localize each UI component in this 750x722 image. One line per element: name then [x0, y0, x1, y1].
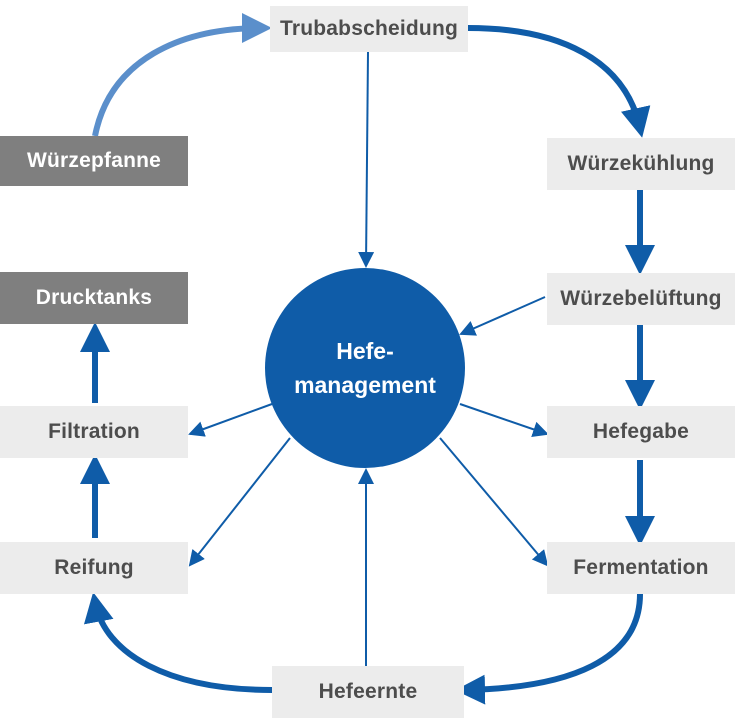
node-wuerzebelueftung: Würzebelüftung	[547, 273, 735, 325]
hub-label-line1: Hefe-	[336, 338, 394, 364]
arrow-wuerzepfanne-to-trubabscheidung	[92, 13, 272, 137]
node-hefeernte: Hefeernte	[272, 666, 464, 718]
arrow-hub-to-filtration	[188, 403, 273, 437]
node-wuerzekuehlung: Würzekühlung	[547, 138, 735, 190]
node-hefegabe: Hefegabe	[547, 406, 735, 458]
hub-hefemanagement: Hefe- management	[265, 268, 465, 468]
arrow-hefeernte-to-reifung	[83, 592, 273, 693]
node-wuerzepfanne: Würzepfanne	[0, 136, 188, 186]
arrow-trubabscheidung-to-hub	[358, 51, 375, 268]
arrow-wuerzebelueftung-to-hub	[459, 296, 546, 336]
node-drucktanks: Drucktanks	[0, 272, 188, 324]
arrow-trubabscheidung-to-wuerzekuehlung	[467, 25, 651, 138]
arrow-hub-to-reifung	[188, 437, 291, 567]
node-fermentation: Fermentation	[547, 542, 735, 594]
node-reifung: Reifung	[0, 542, 188, 594]
hub-label-line2: management	[294, 372, 436, 398]
arrow-hub-to-fermentation	[439, 437, 549, 567]
arrow-hub-to-hefegabe	[459, 403, 549, 437]
arrow-fermentation-to-hefeernte	[455, 593, 643, 705]
node-trubabscheidung: Trubabscheidung	[270, 6, 468, 52]
node-filtration: Filtration	[0, 406, 188, 458]
